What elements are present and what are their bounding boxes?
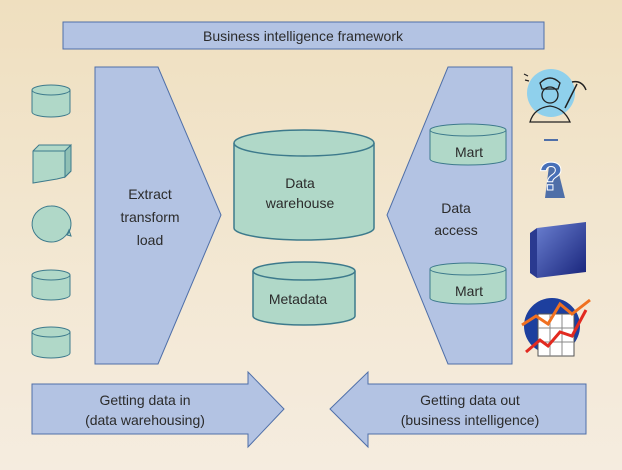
user-miner-icon xyxy=(523,69,587,123)
source-database-1 xyxy=(31,84,71,118)
metadata-label: Metadata xyxy=(269,291,328,307)
data-warehouse-cylinder: Data warehouse xyxy=(233,129,375,241)
getting-data-in-arrow: Getting data in (data warehousing) xyxy=(31,370,285,449)
etl-line-3: load xyxy=(137,232,163,248)
source-database-3 xyxy=(31,326,71,359)
getting-data-out-line-2: (business intelligence) xyxy=(401,412,540,428)
svg-text:?: ? xyxy=(539,155,563,199)
etl-line-1: Extract xyxy=(128,186,172,202)
access-line-1: Data xyxy=(441,200,471,216)
title-label: Business intelligence framework xyxy=(203,28,404,44)
mart-cylinder-2: Mart xyxy=(429,262,507,305)
query-icon: ? xyxy=(538,139,565,200)
metadata-cylinder: Metadata xyxy=(252,261,356,326)
mart-cylinder-1: Mart xyxy=(429,123,507,166)
olap-cube-icon xyxy=(530,222,586,278)
warehouse-line-2: warehouse xyxy=(265,195,335,211)
source-database-2 xyxy=(31,269,71,301)
mart-label-1: Mart xyxy=(455,144,483,160)
data-access-block: Data access xyxy=(386,66,513,365)
source-document-icon xyxy=(32,143,72,184)
warehouse-line-1: Data xyxy=(285,175,315,191)
source-speech-bubble-icon xyxy=(31,205,72,243)
title-bar: Business intelligence framework xyxy=(62,21,545,50)
mart-label-2: Mart xyxy=(455,283,483,299)
analysis-chart-icon xyxy=(521,298,591,357)
access-line-2: access xyxy=(434,222,478,238)
getting-data-out-arrow: Getting data out (business intelligence) xyxy=(329,370,587,449)
getting-data-in-line-2: (data warehousing) xyxy=(85,412,205,428)
getting-data-out-line-1: Getting data out xyxy=(420,392,520,408)
etl-block: Extract transform load xyxy=(94,66,222,365)
getting-data-in-line-1: Getting data in xyxy=(99,392,190,408)
etl-line-2: transform xyxy=(120,209,179,225)
